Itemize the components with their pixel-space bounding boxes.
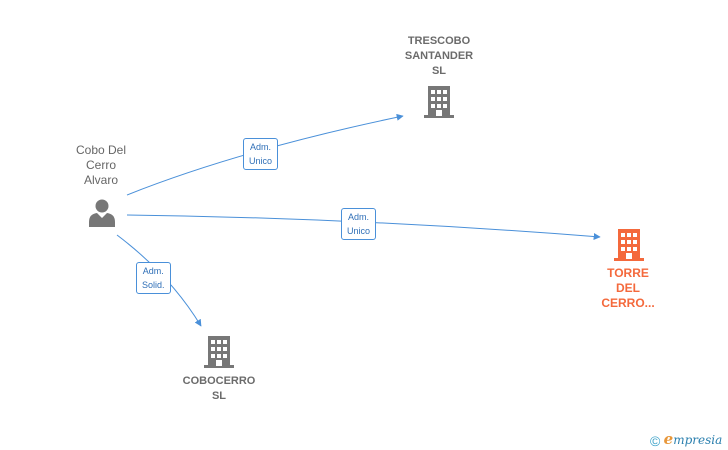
torre-label-line-1: TORRE [607, 266, 649, 280]
relation-badge-adm-unico-torre[interactable]: Adm. Unico [341, 208, 377, 240]
person-label-line-2: Cerro [85, 158, 116, 172]
trescobo-label-line-2: SANTANDER [404, 50, 474, 62]
trescobo-label-line-1: TRESCOBO [407, 35, 471, 47]
cobocerro-label-line-1: COBOCERRO [182, 375, 256, 387]
relation-badge-adm-unico-trescobo[interactable]: Adm. Unico [243, 138, 279, 170]
torre-label-line-2: DEL [616, 281, 640, 295]
brand-logo: empresia [663, 430, 723, 448]
relation-badge-line-2: Unico [249, 156, 273, 166]
empresia-watermark: © empresia [650, 430, 722, 449]
person-icon[interactable] [89, 199, 115, 228]
cobocerro-label-line-2: SL [211, 390, 227, 402]
building-icon-torre[interactable] [614, 229, 644, 261]
trescobo-label-line-3: SL [431, 65, 447, 77]
person-label[interactable]: Cobo Del Cerro Alvaro [62, 143, 140, 188]
copyright-icon: © [650, 432, 661, 449]
cobocerro-label[interactable]: COBOCERRO SL [169, 374, 269, 404]
building-icon-trescobo[interactable] [424, 86, 454, 118]
person-label-line-1: Cobo Del [75, 143, 127, 157]
relation-badge-line-1: Adm. [250, 142, 272, 152]
relation-badge-line-2: Unico [347, 226, 371, 236]
trescobo-label[interactable]: TRESCOBO SANTANDER SL [389, 34, 489, 79]
torre-label[interactable]: TORRE DEL CERRO... [588, 266, 668, 311]
relation-badge-line-1: Adm. [142, 266, 164, 276]
relation-badge-line-1: Adm. [348, 212, 370, 222]
torre-label-line-3: CERRO... [601, 296, 655, 310]
person-label-line-3: Alvaro [83, 173, 118, 187]
relation-badge-line-2: Solid. [142, 280, 165, 290]
building-icon-cobocerro[interactable] [204, 336, 234, 368]
relation-badge-adm-solid-cobocerro[interactable]: Adm. Solid. [136, 262, 171, 294]
